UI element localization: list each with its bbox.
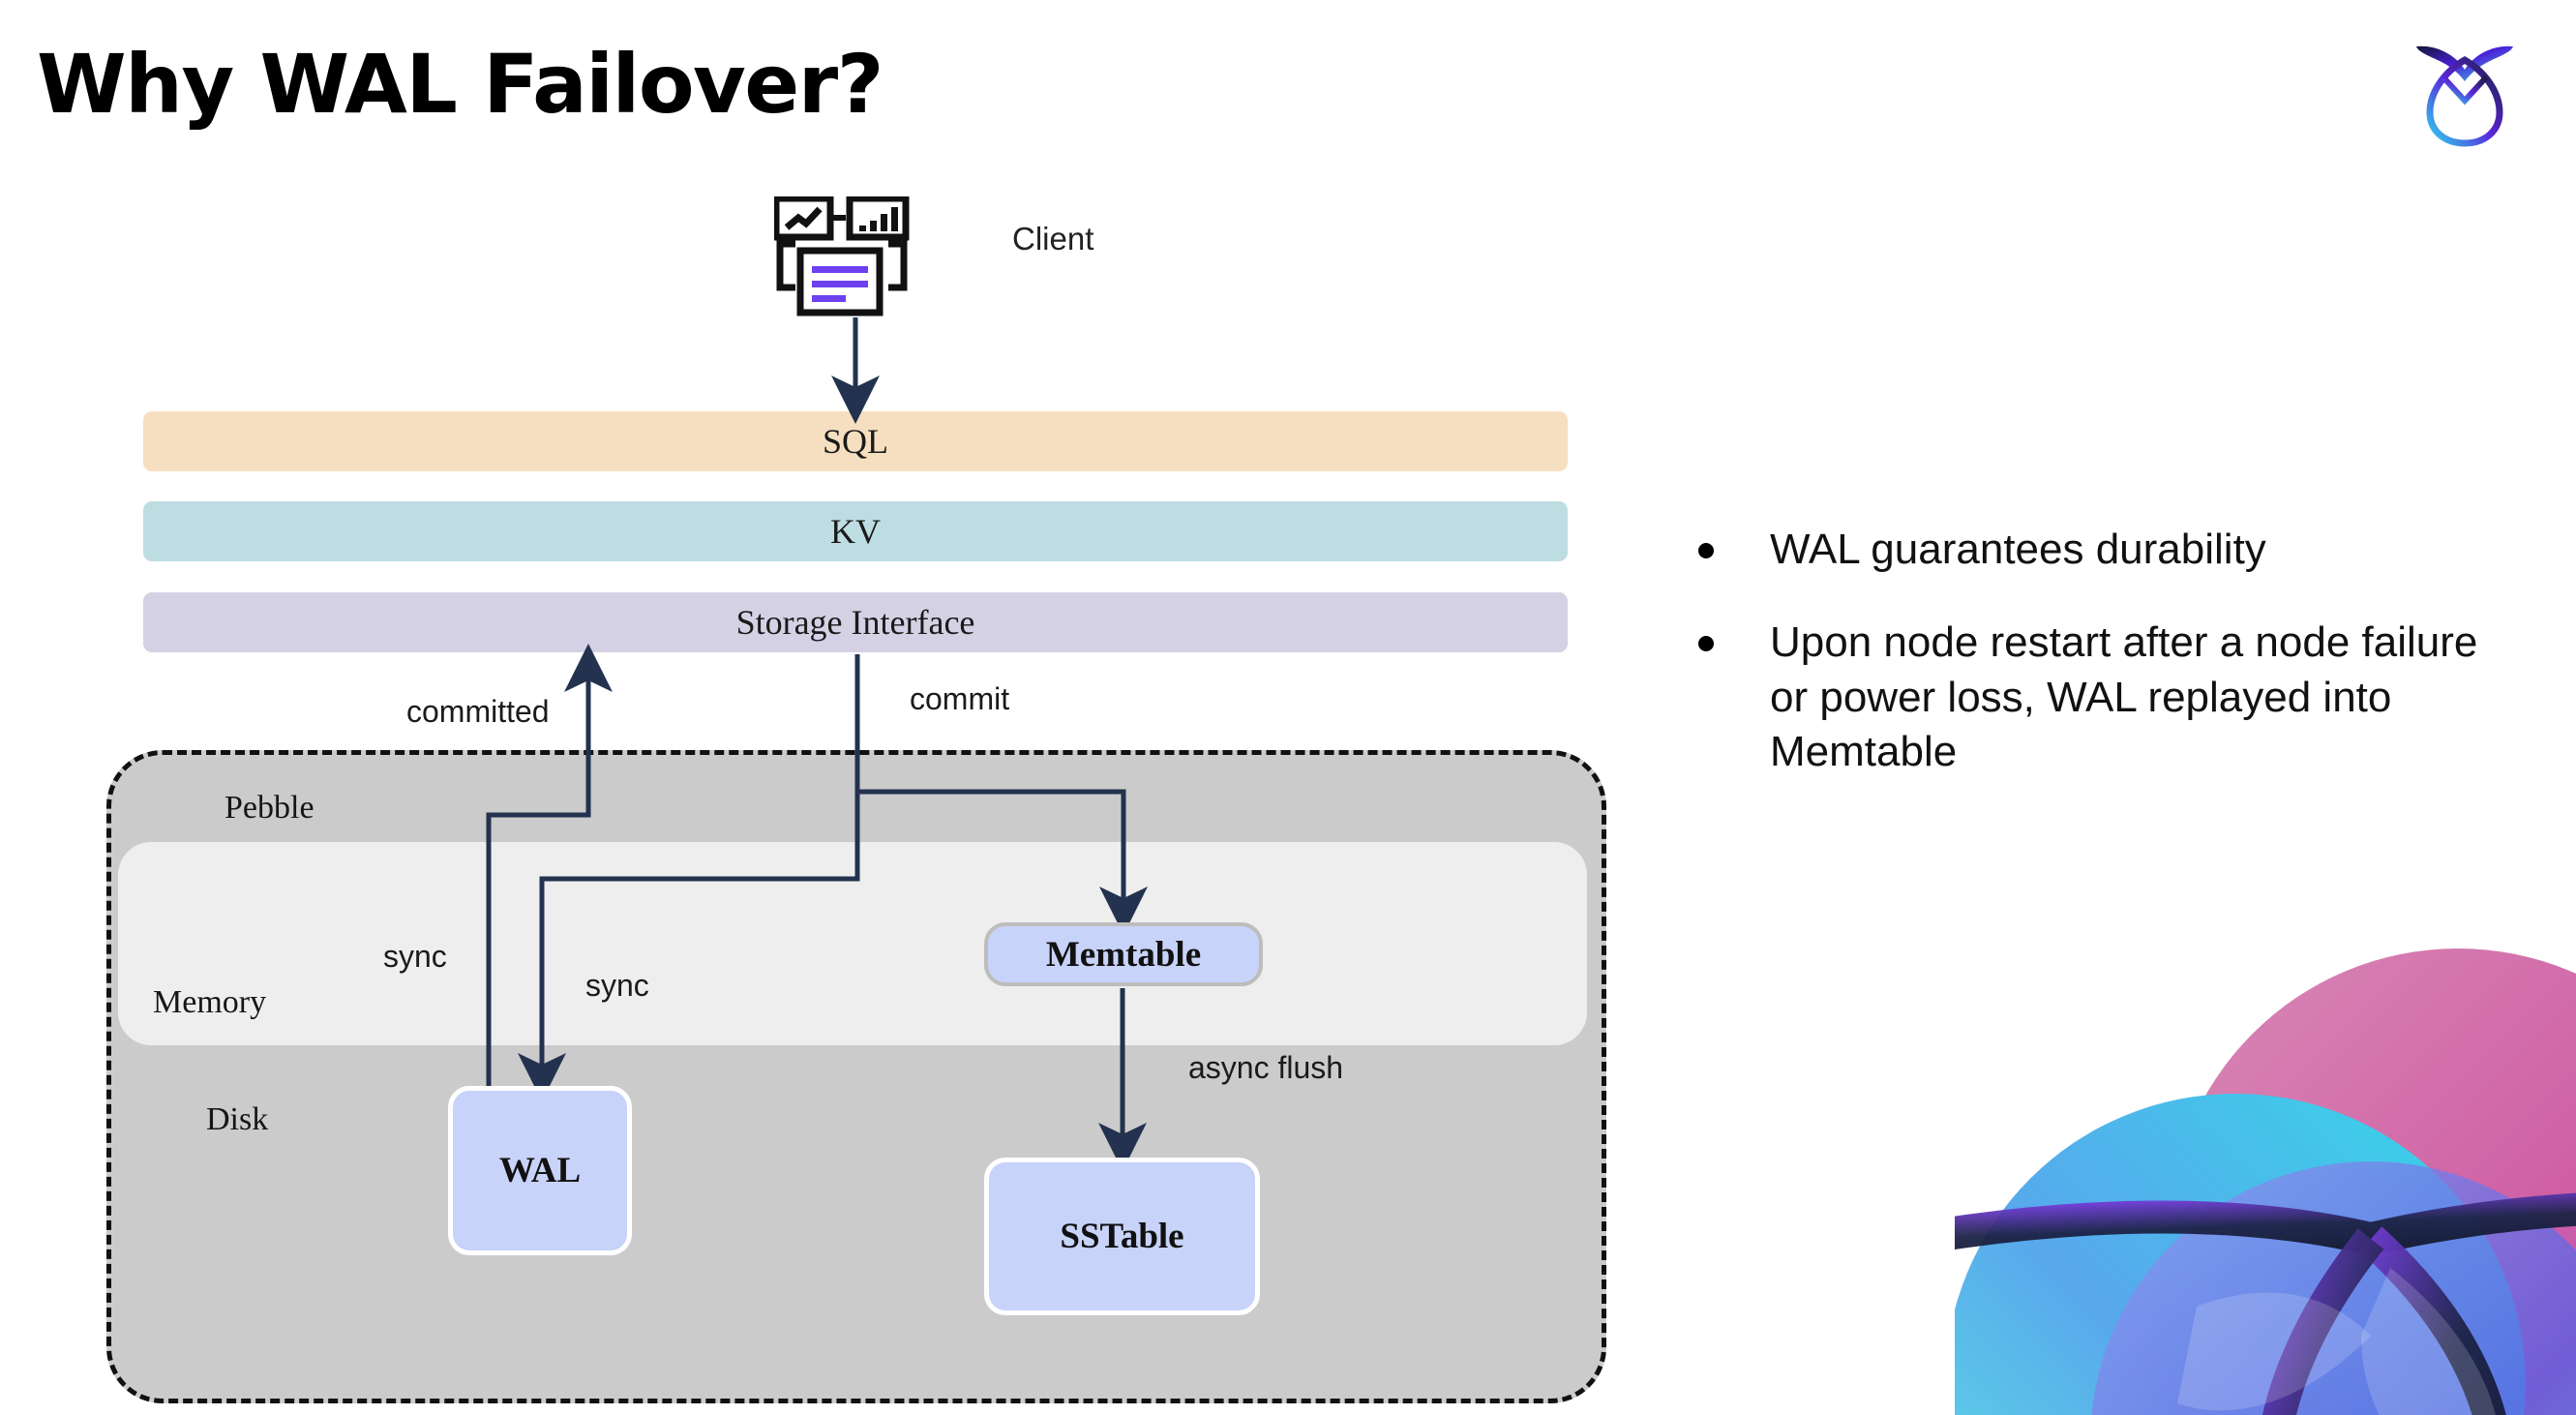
memory-band bbox=[118, 842, 1587, 1045]
pebble-label: Pebble bbox=[225, 790, 315, 826]
layer-bar-storage: Storage Interface bbox=[143, 592, 1568, 652]
layer-bar-kv-label: KV bbox=[830, 512, 881, 551]
node-memtable: Memtable bbox=[984, 922, 1263, 986]
client-dashboard-icon bbox=[774, 196, 910, 316]
node-wal: WAL bbox=[448, 1086, 632, 1255]
list-item: WAL guarantees durability bbox=[1698, 523, 2511, 577]
layer-bar-storage-label: Storage Interface bbox=[735, 603, 975, 642]
layer-bar-kv: KV bbox=[143, 501, 1568, 561]
node-wal-label: WAL bbox=[498, 1151, 582, 1190]
client-label: Client bbox=[1012, 221, 1094, 256]
edge-label-async-flush: async flush bbox=[1188, 1050, 1344, 1085]
layer-bar-sql: SQL bbox=[143, 411, 1568, 471]
edge-label-sync-left: sync bbox=[383, 939, 447, 974]
bullet-dot-icon bbox=[1698, 543, 1714, 558]
page-title: Why WAL Failover? bbox=[37, 37, 884, 132]
edge-label-commit: commit bbox=[910, 681, 1010, 716]
memory-label: Memory bbox=[153, 984, 267, 1020]
decorative-logo-art bbox=[1955, 948, 2576, 1415]
node-sstable-label: SSTable bbox=[1060, 1217, 1184, 1256]
bullet-dot-icon bbox=[1698, 636, 1714, 652]
list-item: Upon node restart after a node failure o… bbox=[1698, 616, 2511, 779]
bullet-text: Upon node restart after a node failure o… bbox=[1770, 618, 2478, 775]
edge-label-sync-right: sync bbox=[585, 968, 649, 1003]
edge-label-committed: committed bbox=[406, 694, 550, 729]
node-sstable: SSTable bbox=[984, 1158, 1260, 1315]
bullet-list: WAL guarantees durability Upon node rest… bbox=[1698, 523, 2511, 818]
layer-bar-sql-label: SQL bbox=[822, 422, 888, 461]
cockroachdb-logo-icon bbox=[2416, 45, 2513, 147]
bullet-text: WAL guarantees durability bbox=[1770, 526, 2266, 573]
node-memtable-label: Memtable bbox=[1045, 934, 1202, 975]
disk-label: Disk bbox=[206, 1101, 269, 1137]
